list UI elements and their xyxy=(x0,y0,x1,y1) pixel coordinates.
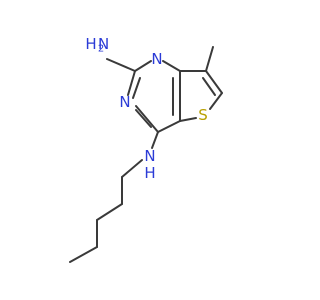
amino-h-label: H xyxy=(85,35,96,53)
nh-h-label: H xyxy=(144,164,155,182)
bond-c2-n3-inner xyxy=(132,77,141,99)
bond-c2-n1 xyxy=(134,60,152,72)
bond-c2-nh2 xyxy=(106,58,136,72)
bond-c4-n3-inner xyxy=(135,109,152,128)
bond-n1-c7a xyxy=(162,60,181,72)
bond-nh-ch2a xyxy=(121,159,143,178)
nh-n-label: N xyxy=(144,147,155,165)
bond-c4a-c4 xyxy=(157,120,181,133)
bond-c4-n3 xyxy=(135,105,159,133)
bond-c6-s xyxy=(209,92,223,110)
bond-c4-nh xyxy=(151,131,159,149)
bond-ch2d-ch3 xyxy=(69,246,98,263)
atom-labels: H 2 N N N S N H xyxy=(85,35,207,182)
molecule-structure-diagram: H 2 N N N S N H xyxy=(69,35,223,263)
bonds xyxy=(69,46,223,263)
amino-n-label: N xyxy=(98,35,109,53)
bond-c7-methyl xyxy=(205,46,214,72)
sulfur-label: S xyxy=(198,106,208,124)
bond-ch2b-ch2c xyxy=(96,203,123,221)
amino-h-subscript: 2 xyxy=(98,44,104,55)
bond-c2-n3 xyxy=(127,70,136,96)
bond-c7-c6-inner xyxy=(202,77,216,96)
ring-n3-label: N xyxy=(119,93,130,111)
ring-n1-label: N xyxy=(151,50,162,68)
bond-s-c4a xyxy=(179,117,197,122)
bond-c7-c6 xyxy=(205,70,223,94)
